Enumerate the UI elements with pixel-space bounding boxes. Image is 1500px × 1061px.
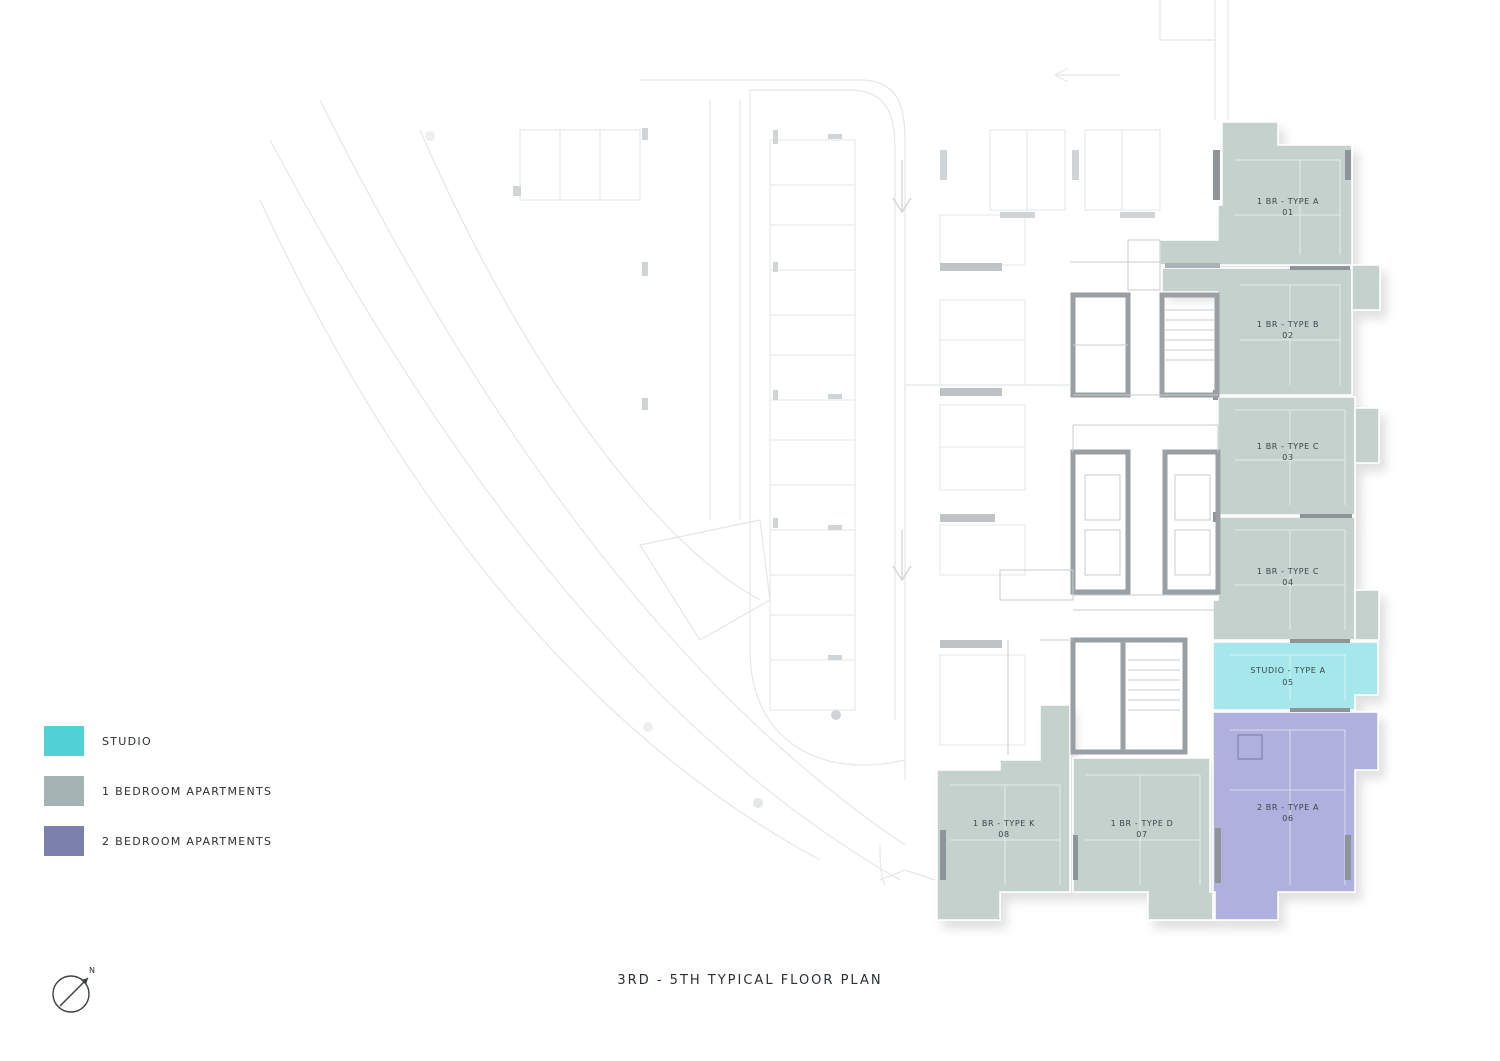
legend-item-studio: STUDIO: [44, 726, 272, 756]
unit-05-number: 05: [1282, 678, 1293, 687]
unit-03-type: 1 BR - TYPE C: [1257, 442, 1319, 451]
unit-02-type: 1 BR - TYPE B: [1257, 320, 1319, 329]
legend-item-one-bedroom: 1 BEDROOM APARTMENTS: [44, 776, 272, 806]
unit-04[interactable]: [1212, 516, 1356, 641]
legend-label-studio: STUDIO: [102, 734, 152, 748]
unit-03-number: 03: [1282, 453, 1293, 462]
unit-02-balcony: [1351, 264, 1381, 311]
unit-07-number: 07: [1136, 830, 1147, 839]
unit-05[interactable]: [1212, 641, 1379, 711]
unit-interior-lines: [950, 159, 1346, 885]
parking-markers: [425, 128, 1155, 808]
unit-01-number: 01: [1282, 208, 1293, 217]
north-arrow-icon: [52, 975, 90, 1013]
unit-08-number: 08: [998, 830, 1009, 839]
unit-07[interactable]: [1072, 757, 1214, 921]
legend-label-one-bedroom: 1 BEDROOM APARTMENTS: [102, 784, 273, 798]
legend-swatch-two-bedroom: [44, 826, 84, 856]
unit-02-number: 02: [1282, 331, 1293, 340]
unit-04-number: 04: [1282, 578, 1293, 587]
unit-04-type: 1 BR - TYPE C: [1257, 567, 1319, 576]
unit-07-type: 1 BR - TYPE D: [1111, 819, 1174, 828]
legend-swatch-studio: [44, 726, 84, 756]
building-core: [1070, 292, 1221, 755]
core-details: [999, 239, 1219, 755]
unit-05-type: STUDIO - TYPE A: [1250, 666, 1325, 675]
plan-title: 3RD - 5TH TYPICAL FLOOR PLAN: [617, 973, 883, 988]
unit-04-balcony: [1354, 589, 1380, 641]
unit-08-type: 1 BR - TYPE K: [973, 819, 1035, 828]
legend: STUDIO 1 BEDROOM APARTMENTS 2 BEDROOM AP…: [44, 726, 272, 856]
unit-01-type: 1 BR - TYPE A: [1257, 197, 1319, 206]
unit-02[interactable]: [1161, 267, 1353, 396]
legend-swatch-one-bedroom: [44, 776, 84, 806]
unit-06-number: 06: [1282, 814, 1293, 823]
driveway-arrows: [892, 160, 912, 582]
two-bedroom-kitchen: [1237, 734, 1263, 760]
unit-06[interactable]: [1212, 711, 1379, 921]
unit-03-balcony: [1354, 407, 1380, 464]
compass-north-label: N: [89, 966, 95, 975]
unit-01[interactable]: [1159, 121, 1353, 266]
apartment-units: [936, 121, 1381, 921]
legend-label-two-bedroom: 2 BEDROOM APARTMENTS: [102, 834, 273, 848]
unit-06-type: 2 BR - TYPE A: [1257, 803, 1319, 812]
parking-stalls: [519, 129, 1161, 746]
unit-08[interactable]: [936, 704, 1071, 921]
unit-labels: 1 BR - TYPE A 01 1 BR - TYPE B 02 1 BR -…: [973, 197, 1325, 839]
legend-item-two-bedroom: 2 BEDROOM APARTMENTS: [44, 826, 272, 856]
